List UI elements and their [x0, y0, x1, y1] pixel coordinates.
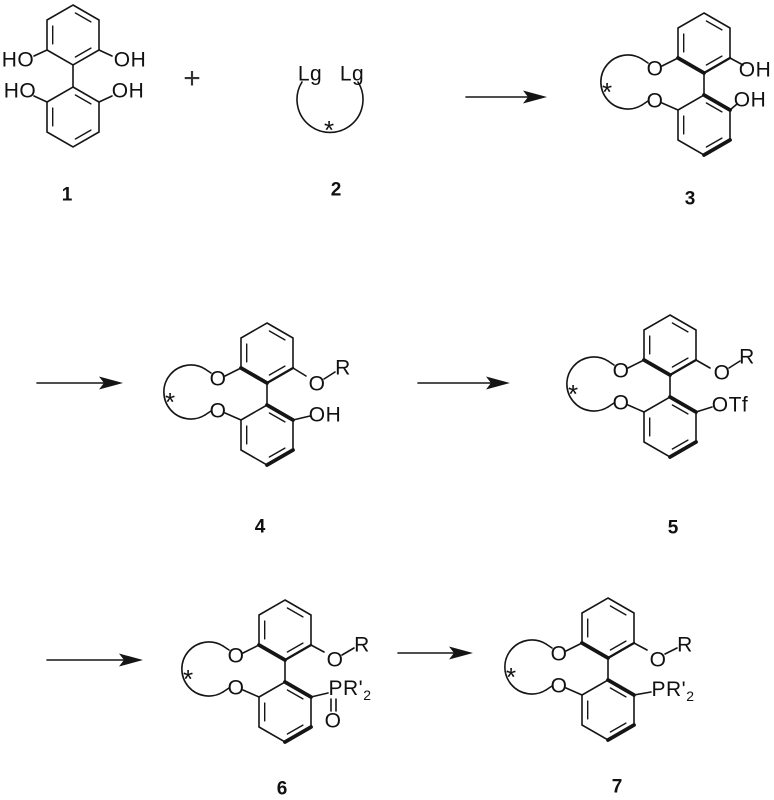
- c3-bridge-oxygen-lower-label: O: [646, 89, 664, 113]
- compound-4-number: 4: [254, 516, 266, 538]
- compound-7-skeleton: [505, 598, 678, 740]
- compound-2-number: 2: [330, 179, 342, 201]
- compound-1-number: 1: [61, 184, 73, 206]
- reaction-arrow-5: [397, 646, 473, 660]
- c2-leaving-group-left-label: Lg: [297, 62, 323, 86]
- c6-phosphine-oxide-label: PR'2: [328, 676, 372, 704]
- compound-5-skeleton: [567, 315, 741, 457]
- c6-chirality-star: *: [182, 664, 194, 694]
- c3-hydroxyl-top-label: OH: [738, 58, 772, 82]
- c7-r-group-label: R: [677, 633, 693, 657]
- c1-hydroxyl-bottom-right-label: OH: [111, 79, 145, 103]
- c7-chirality-star: *: [505, 662, 517, 692]
- c3-bridge-oxygen-upper-label: O: [646, 57, 664, 81]
- c3-hydroxyl-bottom-label: OH: [733, 88, 767, 112]
- c7-ether-oxygen-label: O: [649, 648, 667, 672]
- c5-chirality-star: *: [567, 379, 579, 409]
- compound-3-skeleton: [601, 13, 744, 155]
- c1-hydroxyl-bottom-left-label: HO: [3, 79, 37, 103]
- c4-chirality-star: *: [164, 387, 176, 417]
- compound-5-number: 5: [667, 517, 679, 539]
- c2-chirality-star: *: [323, 115, 335, 145]
- compound-6-skeleton: [182, 600, 355, 742]
- compound-2-skeleton: [296, 81, 364, 134]
- c6-r-group-label: R: [354, 633, 370, 657]
- c4-ether-oxygen-label: O: [308, 372, 326, 396]
- reaction-arrow-1: [465, 90, 547, 104]
- c6-oxide-oxygen-label: O: [324, 709, 342, 733]
- c5-bridge-oxygen-lower-label: O: [612, 391, 630, 415]
- compound-3-number: 3: [684, 188, 696, 210]
- c2-leaving-group-right-label: Lg: [339, 62, 365, 86]
- c4-r-group-label: R: [335, 356, 351, 380]
- c6-bridge-oxygen-lower-label: O: [227, 676, 245, 700]
- c3-chirality-star: *: [601, 77, 613, 107]
- c1-hydroxyl-top-left-label: HO: [1, 48, 35, 72]
- reaction-arrow-3: [417, 376, 510, 390]
- c5-r-group-label: R: [739, 345, 755, 369]
- compound-1-skeleton: [33, 4, 113, 148]
- c4-bridge-oxygen-lower-label: O: [209, 399, 227, 423]
- c6-bridge-oxygen-upper-label: O: [227, 644, 245, 668]
- c5-triflate-label: OTf: [711, 393, 749, 417]
- c7-phosphine-label: PR'2: [651, 677, 695, 705]
- c5-ether-oxygen-label: O: [713, 361, 731, 385]
- compound-7-number: 7: [611, 776, 623, 798]
- c6-ether-oxygen-label: O: [326, 648, 344, 672]
- c1-hydroxyl-top-right-label: OH: [113, 48, 147, 72]
- c7-bridge-oxygen-lower-label: O: [550, 674, 568, 698]
- c7-bridge-oxygen-upper-label: O: [550, 642, 568, 666]
- compound-4-skeleton: [164, 323, 336, 465]
- compound-6-number: 6: [276, 778, 288, 800]
- reaction-arrow-2: [36, 376, 123, 390]
- c4-hydroxyl-label: OH: [308, 403, 342, 427]
- reaction-arrow-4: [46, 653, 143, 667]
- c5-bridge-oxygen-upper-label: O: [612, 359, 630, 383]
- c4-bridge-oxygen-upper-label: O: [209, 367, 227, 391]
- plus-sign: +: [183, 62, 201, 95]
